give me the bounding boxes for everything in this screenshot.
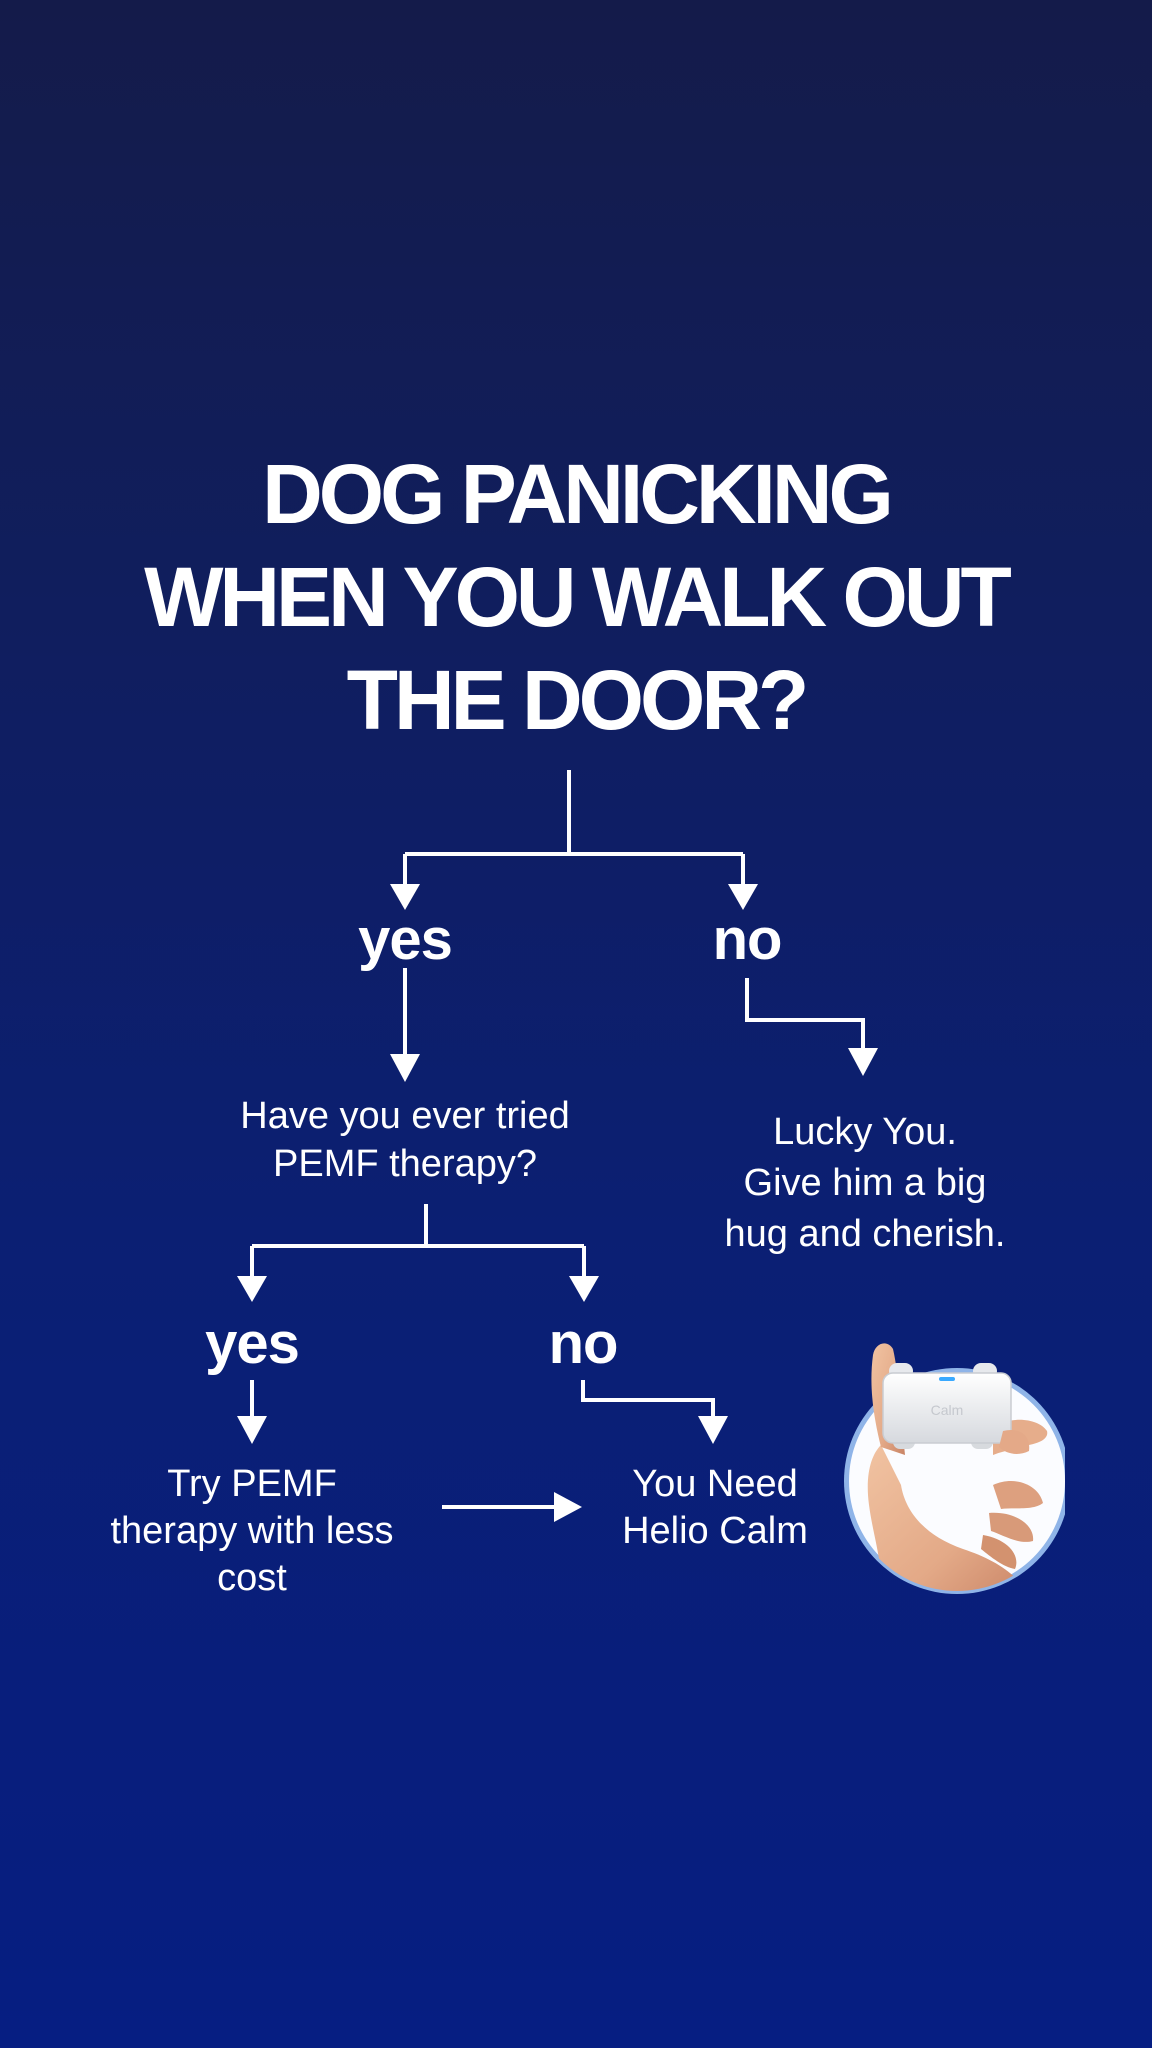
- try-outcome-line-3: cost: [217, 1557, 287, 1599]
- need-outcome-line-2: Helio Calm: [622, 1510, 808, 1552]
- connector-yes-to-try: [237, 1380, 267, 1444]
- connector-headline-split: [390, 770, 758, 910]
- need-outcome-line-1: You Need: [632, 1463, 798, 1505]
- question-2-line-1: Have you ever tried: [240, 1095, 570, 1137]
- calm-device: Calm: [882, 1363, 1012, 1449]
- no-outcome-line-1: Lucky You.: [773, 1111, 957, 1153]
- connector-yes-to-question: [390, 968, 420, 1082]
- product-image: Calm: [844, 1343, 1065, 1594]
- branch-1-no-label: no: [712, 907, 783, 972]
- try-outcome-line-1: Try PEMF: [167, 1463, 337, 1505]
- connector-try-to-need: [442, 1492, 582, 1522]
- branch-1-yes-label: yes: [358, 907, 453, 972]
- device-logo-text: Calm: [931, 1402, 964, 1418]
- connector-no-to-lucky: [745, 978, 878, 1076]
- no-outcome-line-2: Give him a big: [743, 1162, 987, 1204]
- no-outcome-line-3: hug and cherish.: [724, 1213, 1006, 1255]
- device-indicator-light: [939, 1377, 955, 1381]
- hand-fingertip: [999, 1429, 1030, 1454]
- headline-line-1: DOG PANICKING: [262, 447, 894, 541]
- connector-no-to-need: [581, 1380, 728, 1444]
- connector-question-split: [237, 1204, 599, 1302]
- headline-line-3: THE DOOR?: [346, 653, 810, 747]
- question-2-line-2: PEMF therapy?: [273, 1143, 537, 1185]
- try-outcome-line-2: therapy with less: [110, 1510, 394, 1552]
- branch-2-yes-label: yes: [205, 1311, 300, 1376]
- branch-2-no-label: no: [548, 1311, 619, 1376]
- headline-line-2: WHEN YOU WALK OUT: [144, 550, 1012, 644]
